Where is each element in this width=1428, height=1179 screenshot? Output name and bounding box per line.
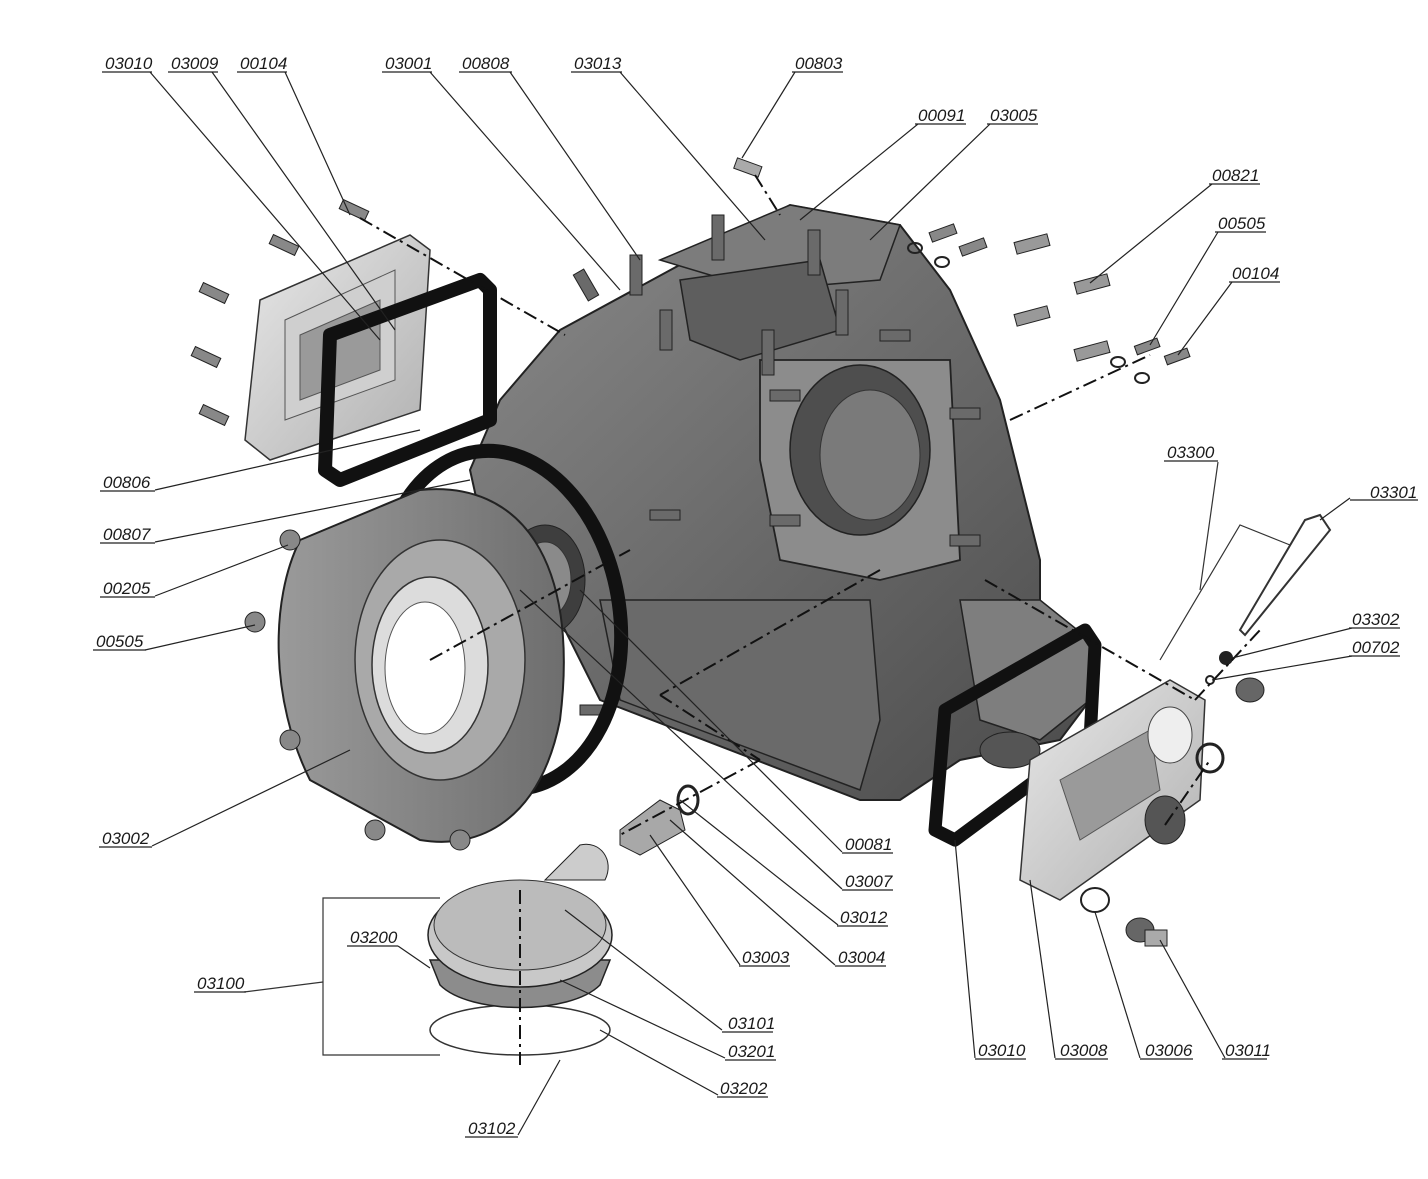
group-brackets — [243, 461, 1291, 1056]
part-label-03013: 03013 — [574, 54, 622, 73]
left-cover-gasket — [318, 273, 497, 487]
gearbox-housing — [468, 203, 1091, 801]
small-parts — [190, 157, 1332, 947]
part-labels: 03010 03009 00104 03001 00808 03013 0080… — [93, 54, 1418, 1138]
part-label-03100: 03100 — [197, 974, 245, 993]
part-label-00091: 00091 — [918, 106, 965, 125]
part-label-03102: 03102 — [468, 1119, 516, 1138]
part-label-00505-right: 00505 — [1218, 214, 1266, 233]
part-label-03004: 03004 — [838, 948, 885, 967]
part-label-00205: 00205 — [103, 579, 151, 598]
part-label-03200: 03200 — [350, 928, 398, 947]
part-label-03011: 03011 — [1225, 1041, 1271, 1060]
assembly-axis-lines — [359, 174, 1261, 1065]
part-label-00806: 00806 — [103, 473, 151, 492]
part-label-03301: 03301 — [1370, 483, 1417, 502]
part-label-03202: 03202 — [720, 1079, 768, 1098]
part-label-03201: 03201 — [728, 1042, 775, 1061]
part-label-00803: 00803 — [795, 54, 843, 73]
part-label-03012: 03012 — [840, 908, 888, 927]
part-label-03005: 03005 — [990, 106, 1038, 125]
part-label-03302: 03302 — [1352, 610, 1400, 629]
part-label-00807: 00807 — [103, 525, 151, 544]
part-label-03007: 03007 — [845, 872, 893, 891]
part-label-00505-left: 00505 — [96, 632, 144, 651]
part-label-03003: 03003 — [742, 948, 790, 967]
part-label-03008: 03008 — [1060, 1041, 1108, 1060]
part-label-03010-bottom: 03010 — [978, 1041, 1026, 1060]
part-label-03101: 03101 — [728, 1014, 775, 1033]
part-label-00081: 00081 — [845, 835, 892, 854]
part-label-00808: 00808 — [462, 54, 510, 73]
part-label-00104-right: 00104 — [1232, 264, 1279, 283]
left-inspection-cover — [244, 234, 431, 461]
part-label-03002: 03002 — [102, 829, 150, 848]
part-label-00821: 00821 — [1212, 166, 1259, 185]
right-inspection-cover — [1019, 679, 1206, 901]
large-bearing-flange — [277, 488, 565, 843]
part-label-03006: 03006 — [1145, 1041, 1193, 1060]
part-label-00702: 00702 — [1352, 638, 1400, 657]
part-label-03009: 03009 — [171, 54, 219, 73]
part-label-00104-left: 00104 — [240, 54, 287, 73]
leader-lines — [144, 71, 1353, 1136]
part-label-03001: 03001 — [385, 54, 432, 73]
part-label-03300: 03300 — [1167, 443, 1215, 462]
part-label-03010-top: 03010 — [105, 54, 153, 73]
